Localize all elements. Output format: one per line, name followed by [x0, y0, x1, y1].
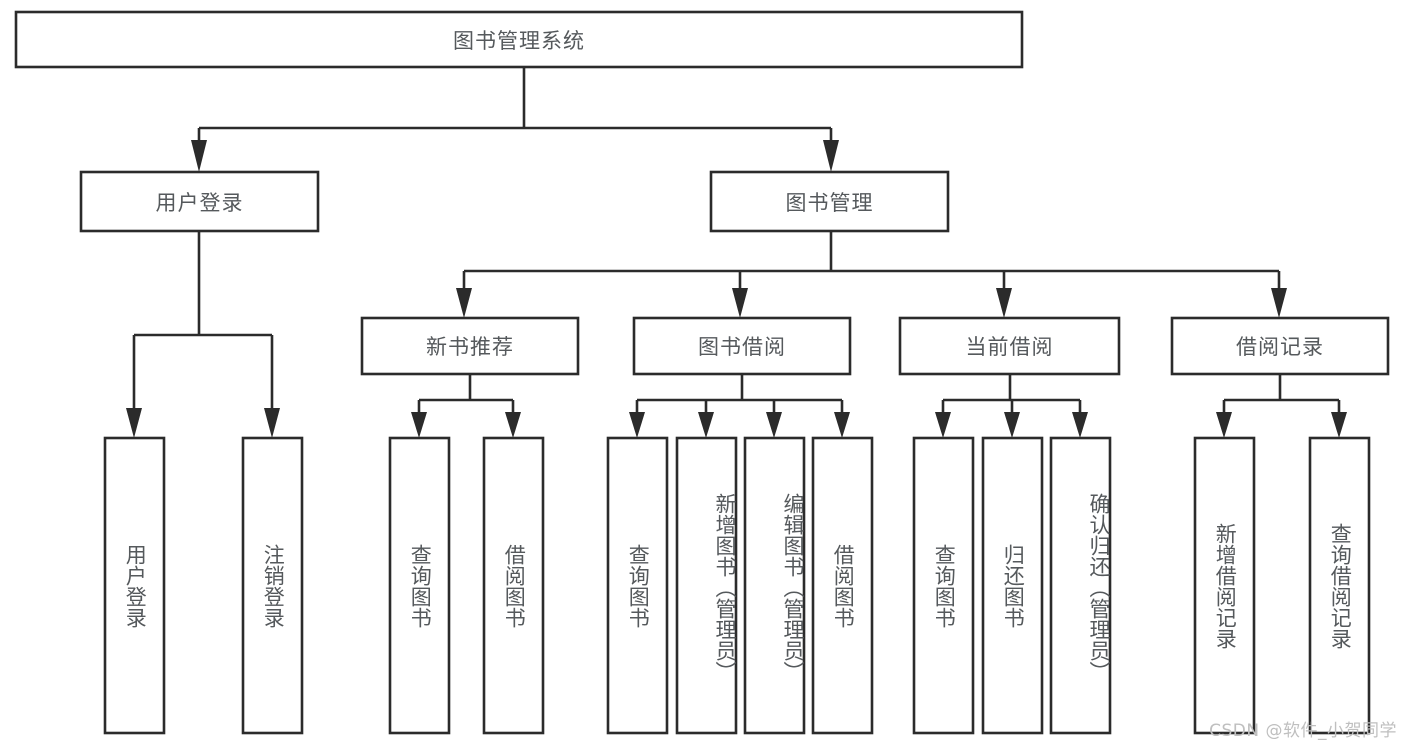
arrowhead-leaf-edit-book — [766, 412, 782, 438]
arrowhead-current-borrow — [996, 288, 1012, 318]
arrowhead-borrow-record — [1271, 288, 1287, 318]
node-leaf-borrow-book-1-box[interactable] — [482, 436, 545, 735]
arrowhead-leaf-add-book — [698, 412, 714, 438]
node-leaf-borrow-book-2-box[interactable] — [811, 436, 874, 735]
arrowhead-leaf-borrow-book-1 — [505, 412, 521, 438]
node-leaf-return-book-box[interactable] — [981, 436, 1044, 735]
node-leaf-confirm-return-box[interactable] — [1049, 436, 1112, 735]
arrowhead-book-manage — [823, 140, 839, 172]
arrowhead-leaf-return-book — [1004, 412, 1020, 438]
arrowhead-book-borrow — [732, 288, 748, 318]
node-leaf-add-record-box[interactable] — [1193, 436, 1256, 735]
arrowhead-leaf-confirm-return — [1072, 412, 1088, 438]
node-leaf-query-book-3-box[interactable] — [912, 436, 975, 735]
node-leaf-user-login-box[interactable] — [103, 436, 166, 735]
node-book-borrow-box[interactable] — [632, 316, 852, 376]
arrowhead-leaf-query-book-2 — [629, 412, 645, 438]
node-leaf-edit-book-box[interactable] — [743, 436, 806, 735]
node-new-book-recommend-box[interactable] — [360, 316, 580, 376]
node-borrow-record-box[interactable] — [1170, 316, 1390, 376]
node-leaf-query-book-2-box[interactable] — [606, 436, 669, 735]
arrowhead-leaf-query-book-3 — [935, 412, 951, 438]
arrowhead-leaf-add-record — [1216, 412, 1232, 438]
node-leaf-query-book-1-box[interactable] — [388, 436, 451, 735]
arrowhead-leaf-logout — [264, 408, 280, 438]
arrowhead-user-login — [191, 140, 207, 172]
arrowhead-leaf-query-book-1 — [411, 412, 427, 438]
node-root-box[interactable] — [14, 10, 1024, 69]
arrowhead-leaf-query-record — [1331, 412, 1347, 438]
node-user-login-box[interactable] — [79, 170, 320, 233]
node-book-manage-box[interactable] — [709, 170, 950, 233]
arrowhead-leaf-borrow-book-2 — [834, 412, 850, 438]
node-leaf-logout-box[interactable] — [241, 436, 304, 735]
arrowhead-leaf-user-login — [126, 408, 142, 438]
arrowhead-new-book — [456, 288, 472, 318]
node-current-borrow-box[interactable] — [898, 316, 1121, 376]
node-leaf-query-record-box[interactable] — [1308, 436, 1371, 735]
node-leaf-add-book-box[interactable] — [675, 436, 738, 735]
